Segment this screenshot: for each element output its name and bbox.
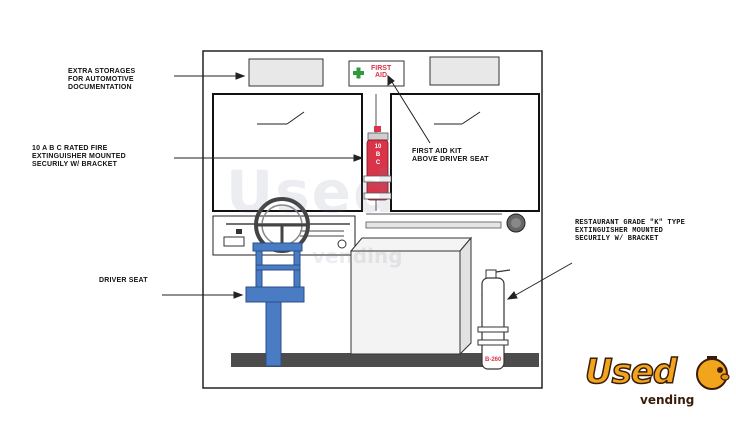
- storage-label: EXTRA STORAGES FOR AUTOMOTIVE DOCUMENTAT…: [68, 68, 136, 91]
- abc-extinguisher-icon: [363, 126, 392, 201]
- usedvending-logo-tagline: vending: [640, 393, 695, 407]
- watermark-word: Used: [226, 158, 397, 226]
- usedvending-logo-word: Used: [584, 351, 678, 393]
- abc-tag-a: 10: [374, 144, 382, 150]
- driver-seat-icon: [245, 242, 305, 367]
- dash-vent: [223, 236, 245, 247]
- storage-box-right: [429, 56, 500, 86]
- abc-extinguisher-tags: 10 B C: [371, 143, 385, 167]
- k-extinguisher-tag: B-260: [485, 357, 502, 363]
- abc-tag-c: C: [375, 160, 381, 166]
- dash-knob: [337, 239, 347, 249]
- driver-seat-label: DRIVER SEAT: [99, 277, 148, 284]
- first-aid-line1: FIRST: [371, 65, 392, 72]
- engine-box: [349, 236, 473, 356]
- cabin-outline: [202, 50, 543, 389]
- k-extinguisher-label: RESTAURANT GRADE "K" TYPE EXTINGUISHER M…: [575, 219, 686, 243]
- storage-box-left: [248, 58, 324, 87]
- first-aid-label: FIRST AID KIT ABOVE DRIVER SEAT: [412, 148, 489, 163]
- window-right: [390, 93, 540, 212]
- first-aid-line2: AID: [375, 72, 388, 79]
- abc-tag-b: B: [375, 152, 381, 158]
- floor-base: [231, 353, 539, 367]
- first-aid-box: [348, 60, 405, 87]
- piggy-bank-icon: [696, 356, 730, 390]
- callout-arrows: [162, 72, 573, 300]
- first-aid-box-text: FIRST AID: [371, 65, 391, 79]
- window-left: [212, 93, 363, 212]
- watermark-subtitle: vending: [312, 244, 403, 268]
- counter-shelf: [365, 221, 502, 229]
- k-extinguisher-icon: [477, 269, 511, 370]
- abc-extinguisher-label: 10 A B C RATED FIRE EXTINGUISHER MOUNTED…: [32, 145, 126, 168]
